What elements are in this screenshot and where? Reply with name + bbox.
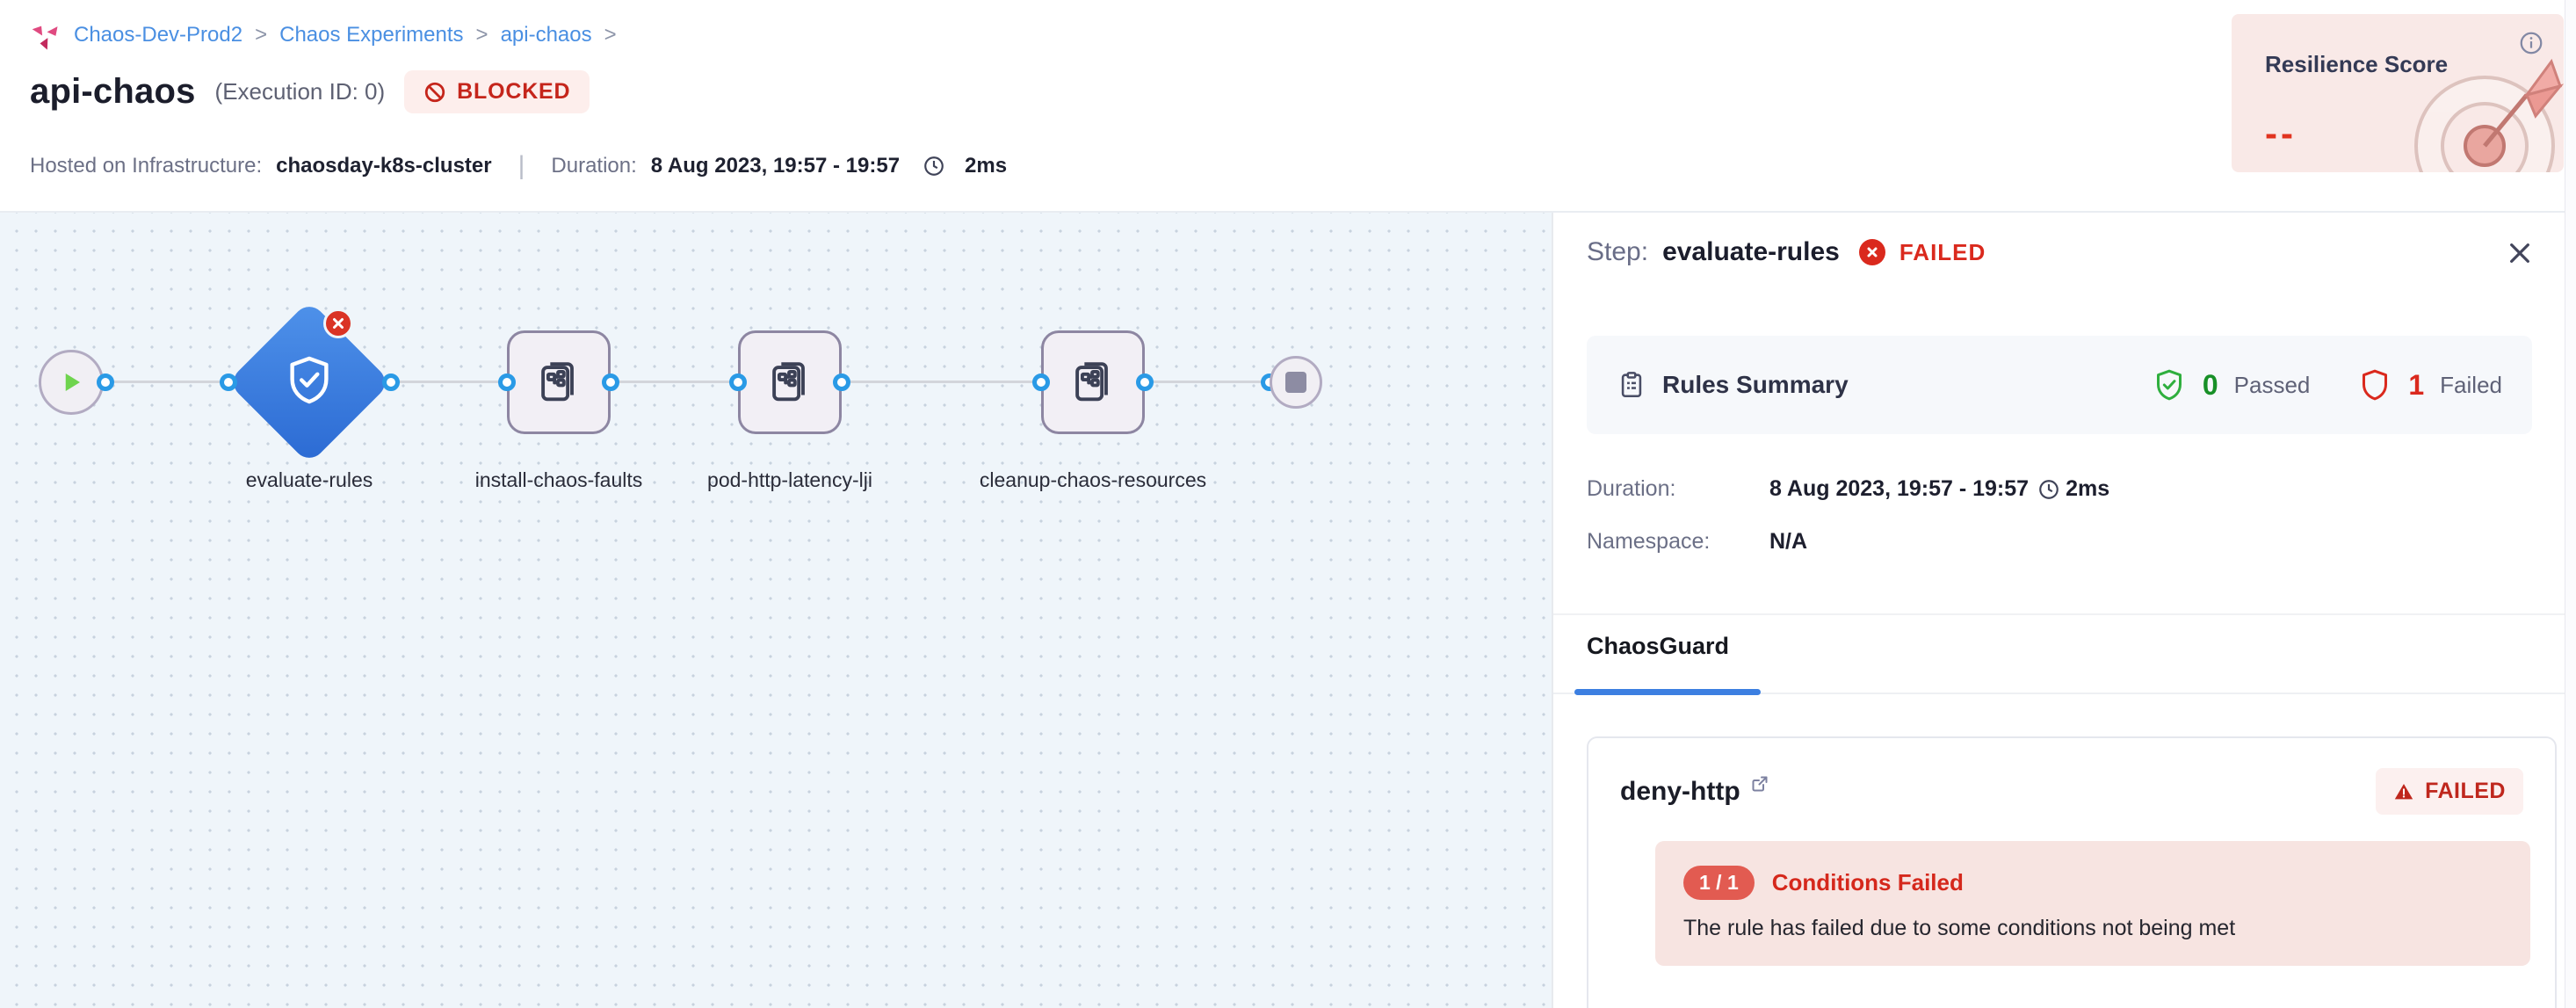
namespace-label: Namespace: xyxy=(1587,529,1711,554)
pipeline-end-node[interactable] xyxy=(1270,356,1322,409)
namespace-row: Namespace: N/A xyxy=(1587,529,1807,555)
external-link-icon[interactable] xyxy=(1749,773,1770,799)
breadcrumb: Chaos-Dev-Prod2 > Chaos Experiments > ap… xyxy=(30,19,617,51)
execution-id: (Execution ID: 0) xyxy=(214,78,386,105)
port-install-out[interactable] xyxy=(602,373,619,391)
clock-icon xyxy=(2037,478,2060,501)
info-icon[interactable] xyxy=(2518,30,2544,61)
duration-value: 8 Aug 2023, 19:57 - 19:57 xyxy=(650,154,901,178)
rule-status-badge: FAILED xyxy=(2376,768,2523,815)
breadcrumb-separator: > xyxy=(475,23,488,47)
conditions-failed-title: Conditions Failed xyxy=(1771,869,1964,896)
duration-row: Duration: 8 Aug 2023, 19:57 - 19:57 2ms xyxy=(1587,476,2109,502)
node-label-pod-http-latency: pod-http-latency-lji xyxy=(707,468,872,491)
target-dart-illustration xyxy=(2414,58,2564,172)
pipeline-canvas[interactable]: evaluate-rules install-chaos-faults xyxy=(0,213,1552,1008)
shield-check-icon xyxy=(282,353,336,412)
step-label: Step: xyxy=(1587,237,1649,266)
page-header: Chaos-Dev-Prod2 > Chaos Experiments > ap… xyxy=(0,0,2576,213)
breadcrumb-experiment-name[interactable]: api-chaos xyxy=(500,23,592,47)
step-header: Step: evaluate-rules FAILED xyxy=(1587,237,1986,267)
breadcrumb-experiments[interactable]: Chaos Experiments xyxy=(279,23,464,47)
shield-check-green-icon xyxy=(2156,369,2182,401)
rules-summary-counts: 0 Passed 1 Failed xyxy=(2152,367,2502,402)
experiment-meta: Hosted on Infrastructure: chaosday-k8s-c… xyxy=(30,151,1007,181)
breadcrumb-project[interactable]: Chaos-Dev-Prod2 xyxy=(74,23,243,47)
rules-summary: Rules Summary 0 Passed 1 Failed xyxy=(1587,336,2532,434)
clipboard-icon xyxy=(1621,372,1642,398)
tabs-border xyxy=(1553,693,2576,694)
breadcrumb-separator: > xyxy=(604,23,617,47)
rule-card-deny-http: deny-http FAILED xyxy=(1587,736,2557,1008)
step-details-panel: Step: evaluate-rules FAILED Rules Summar… xyxy=(1552,213,2576,1008)
clock-icon xyxy=(923,155,945,178)
resilience-score-card: Resilience Score -- xyxy=(2232,14,2564,172)
port-cleanup-out[interactable] xyxy=(1136,373,1154,391)
failed-label: Failed xyxy=(2440,371,2502,398)
infra-value: chaosday-k8s-cluster xyxy=(276,154,492,178)
shield-red-icon xyxy=(2363,369,2388,401)
port-pod-http-in[interactable] xyxy=(729,373,747,391)
warning-triangle-icon xyxy=(2394,783,2413,799)
port-install-in[interactable] xyxy=(498,373,516,391)
conditions-count-pill: 1 / 1 xyxy=(1683,866,1755,900)
port-start-out[interactable] xyxy=(97,373,114,391)
pipeline-start-node[interactable] xyxy=(39,350,104,415)
failed-count: 1 xyxy=(2408,368,2425,401)
pipeline-edge xyxy=(71,381,1296,383)
manifest-icon xyxy=(541,362,574,402)
passed-label: Passed xyxy=(2233,371,2311,398)
rules-summary-title: Rules Summary xyxy=(1662,371,1849,398)
rule-card-header: deny-http FAILED xyxy=(1588,738,2555,815)
close-panel-button[interactable] xyxy=(2502,236,2537,271)
infra-label: Hosted on Infrastructure: xyxy=(30,154,263,178)
failed-x-badge xyxy=(323,308,353,338)
step-status: FAILED xyxy=(1899,238,1986,265)
port-cleanup-in[interactable] xyxy=(1032,373,1050,391)
pipeline-node-pod-http-latency[interactable] xyxy=(738,330,842,434)
manifest-icon xyxy=(1075,362,1108,402)
manifest-icon xyxy=(772,362,805,402)
port-pod-http-out[interactable] xyxy=(833,373,850,391)
x-circle-icon xyxy=(1858,239,1885,265)
scrollbar-track[interactable] xyxy=(2565,0,2576,1008)
conditions-failed-message: The rule has failed due to some conditio… xyxy=(1683,916,2236,940)
node-label-install-chaos-faults: install-chaos-faults xyxy=(474,468,643,491)
resilience-score-title: Resilience Score xyxy=(2265,51,2449,77)
duration-label: Duration: xyxy=(551,154,637,178)
pipeline-node-install-chaos-faults[interactable] xyxy=(507,330,611,434)
passed-count: 0 xyxy=(2202,368,2218,401)
play-icon xyxy=(65,373,80,391)
meta-divider: | xyxy=(517,151,525,180)
rule-name: deny-http xyxy=(1620,776,1740,806)
title-row: api-chaos (Execution ID: 0) BLOCKED xyxy=(30,70,590,113)
breadcrumb-separator: > xyxy=(255,23,268,47)
namespace-value: N/A xyxy=(1769,529,1808,554)
chaos-module-icon xyxy=(30,19,62,51)
section-divider xyxy=(1553,613,2576,615)
stop-icon xyxy=(1285,372,1306,393)
port-evaluate-rules-in[interactable] xyxy=(220,373,237,391)
node-label-evaluate-rules: evaluate-rules xyxy=(245,468,373,491)
step-name: evaluate-rules xyxy=(1662,237,1840,266)
pipeline-node-cleanup-chaos-resources[interactable] xyxy=(1041,330,1145,434)
duration-elapsed: 2ms xyxy=(965,154,1008,178)
status-badge-blocked: BLOCKED xyxy=(404,70,590,113)
conditions-failed-box: 1 / 1 Conditions Failed The rule has fai… xyxy=(1655,841,2530,966)
page-title: api-chaos xyxy=(30,72,196,111)
active-tab-indicator xyxy=(1574,689,1761,695)
tab-chaosguard[interactable]: ChaosGuard xyxy=(1587,633,1730,659)
node-label-cleanup-chaos-resources: cleanup-chaos-resources xyxy=(979,468,1207,491)
pipeline-node-evaluate-rules[interactable] xyxy=(227,300,392,465)
close-icon xyxy=(2510,243,2529,263)
duration-value: 8 Aug 2023, 19:57 - 19:57 2ms xyxy=(1769,476,2110,501)
resilience-score-value: -- xyxy=(2265,112,2297,154)
circle-slash-icon xyxy=(425,82,445,102)
port-evaluate-rules-out[interactable] xyxy=(382,373,400,391)
duration-label: Duration: xyxy=(1587,476,1676,501)
